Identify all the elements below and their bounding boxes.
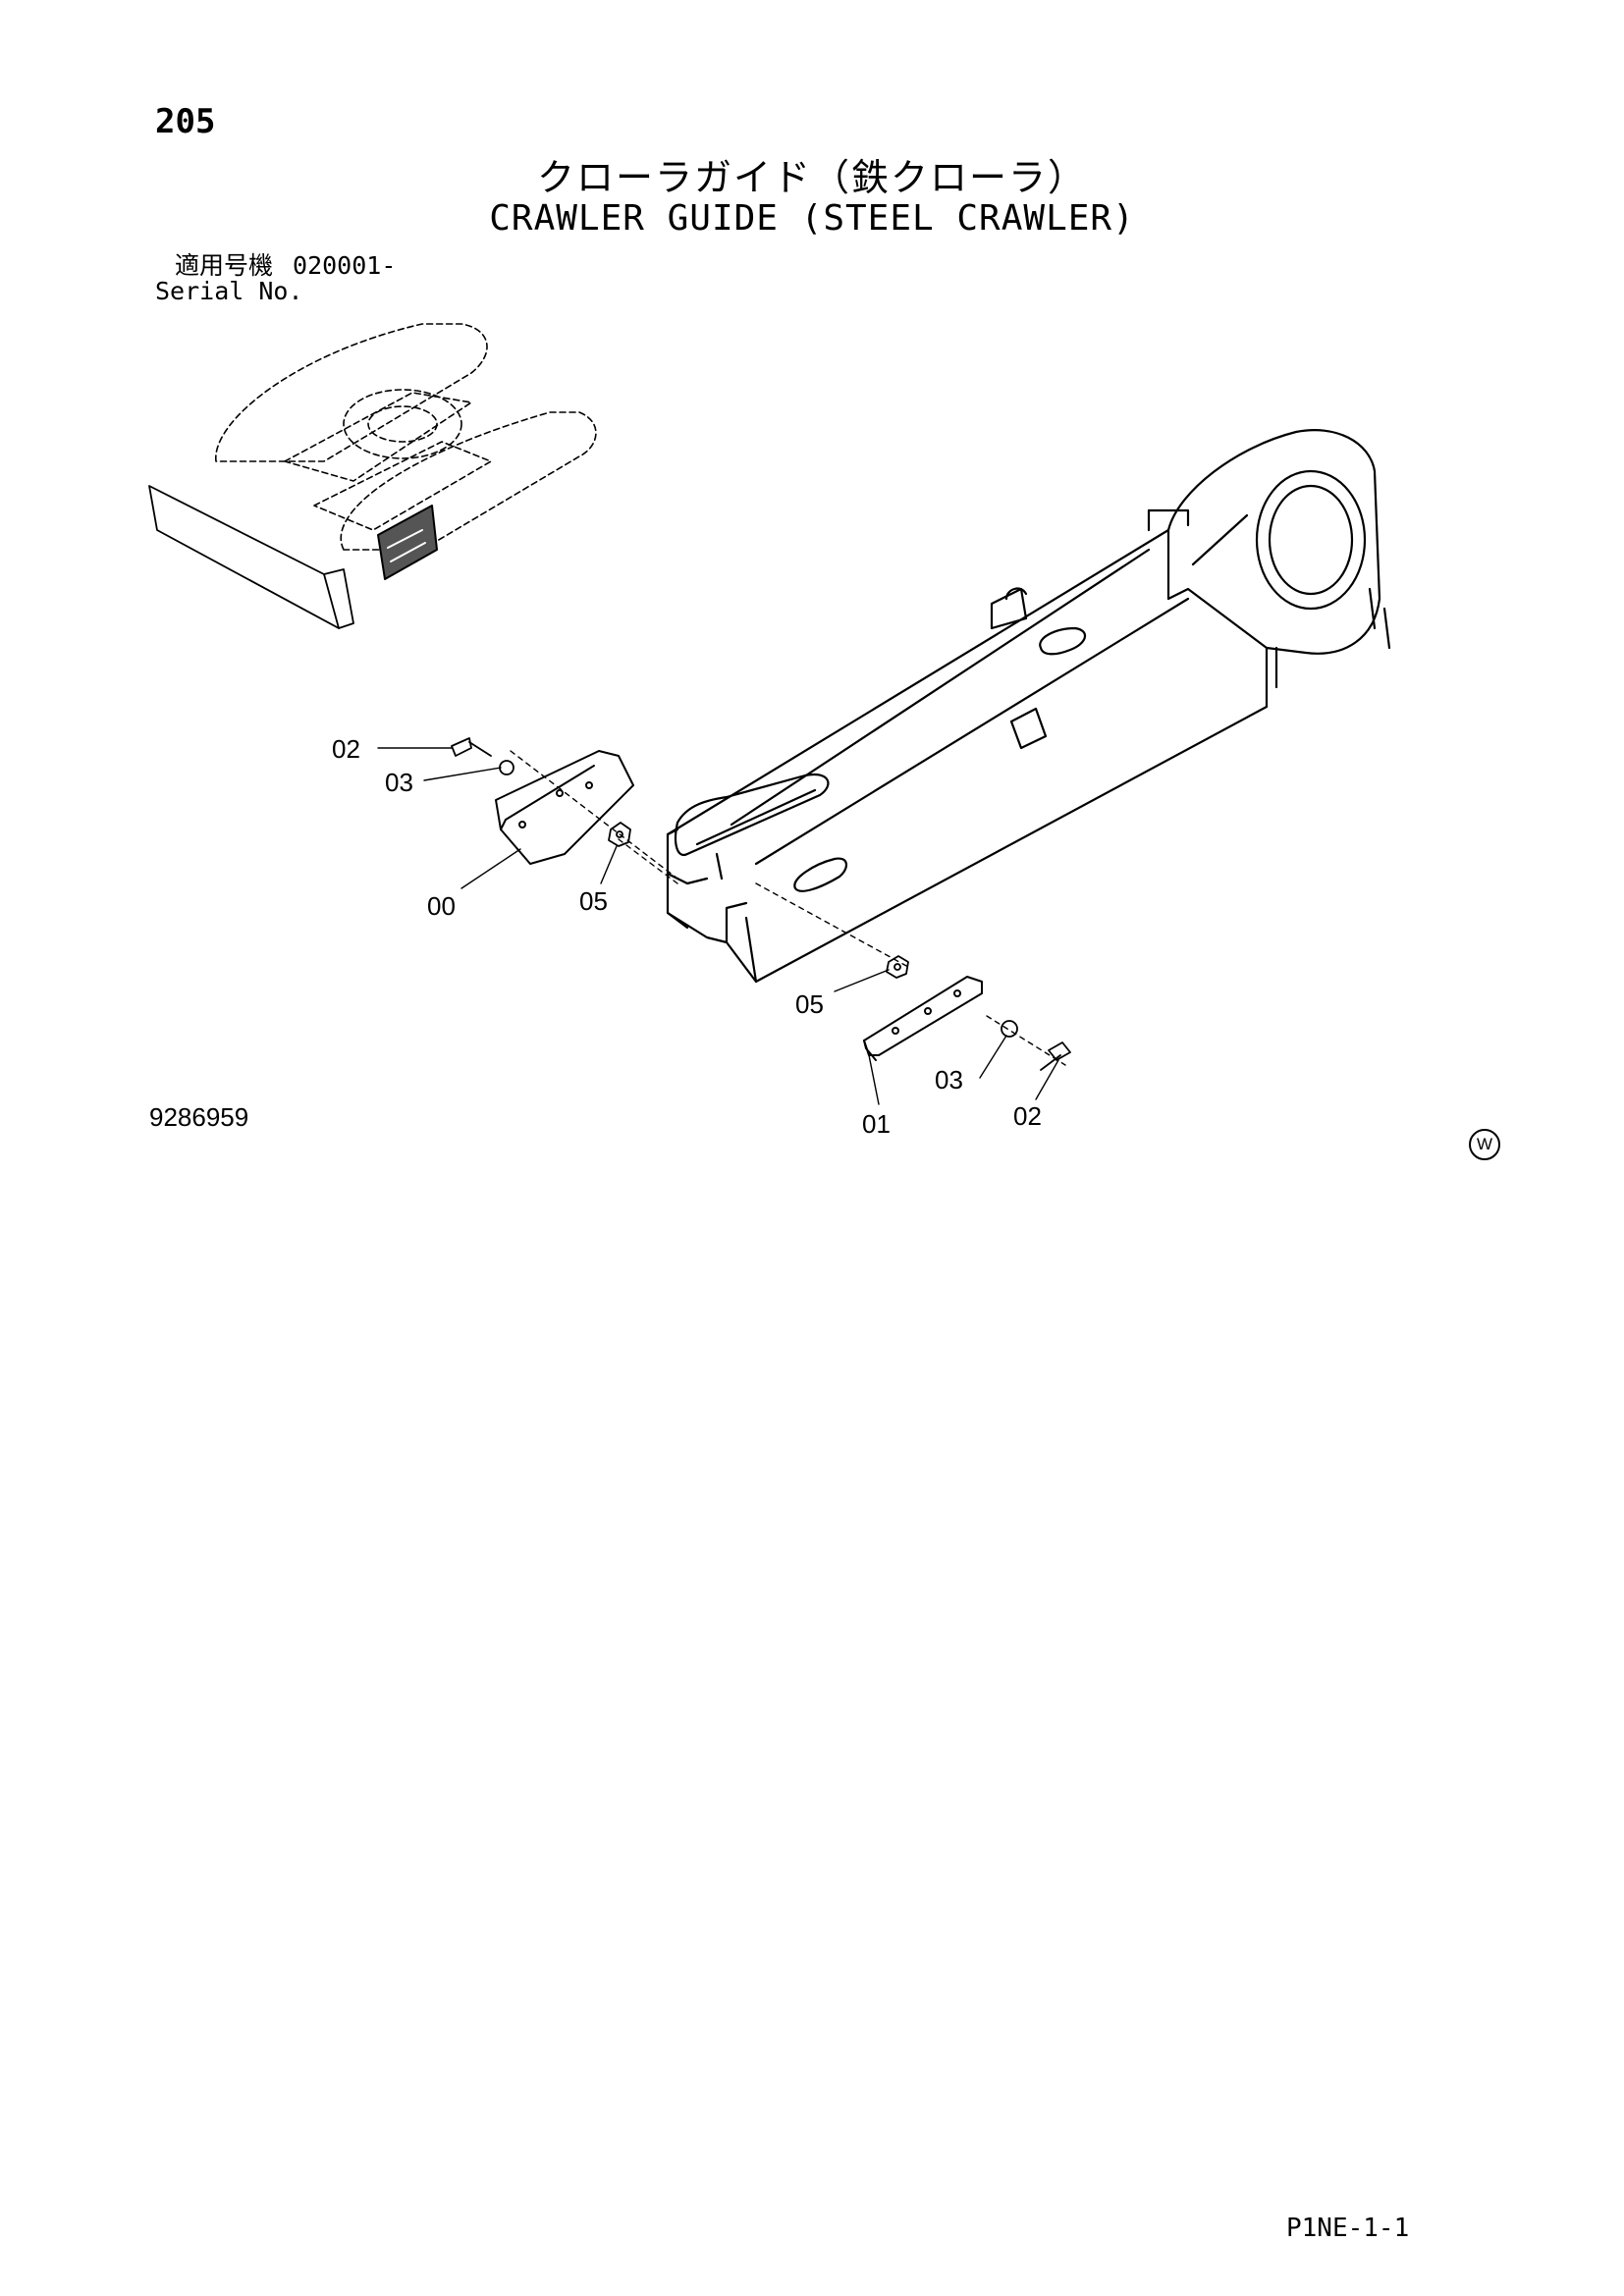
callout-01: 01 <box>862 1109 891 1139</box>
callout-02-top: 02 <box>332 734 360 764</box>
title-japanese: クローラガイド（鉄クローラ） <box>536 156 1087 199</box>
serial-value: 020001- <box>293 251 397 280</box>
nut-lower <box>886 955 909 979</box>
track-frame <box>666 508 1269 984</box>
guide-plate-upper <box>495 750 634 865</box>
callout-02-bottom: 02 <box>1013 1101 1042 1131</box>
nut-upper <box>608 822 631 847</box>
serial-label-en: Serial No. <box>155 277 303 305</box>
serial-block: 適用号機 020001- Serial No. <box>155 253 396 304</box>
title-english: CRAWLER GUIDE (STEEL CRAWLER) <box>489 198 1135 239</box>
w-mark-icon: W <box>1469 1129 1500 1160</box>
bolt-lower <box>1040 1041 1071 1071</box>
blade-thumbnail <box>148 485 354 629</box>
serial-label-jp: 適用号機 <box>175 251 274 280</box>
undercarriage-thumbnail <box>215 323 597 551</box>
washer-upper <box>499 760 514 775</box>
callout-05-bottom: 05 <box>795 989 824 1019</box>
washer-lower <box>1001 1020 1018 1038</box>
leader-lines <box>377 747 1059 1105</box>
callout-00: 00 <box>427 891 456 921</box>
page-number: 205 <box>155 102 216 141</box>
bolt-upper <box>451 737 492 757</box>
highlighted-guide-thumbnail <box>377 505 438 580</box>
callout-03-top: 03 <box>385 768 413 797</box>
guide-plate-lower <box>863 976 983 1061</box>
callout-05-top: 05 <box>579 886 608 916</box>
page-code: P1NE-1-1 <box>1286 2214 1410 2243</box>
callout-03-bottom: 03 <box>935 1065 963 1095</box>
assembly-lines <box>510 750 1066 1066</box>
idler-bracket <box>1166 429 1391 689</box>
figure-number: 9286959 <box>149 1102 249 1132</box>
